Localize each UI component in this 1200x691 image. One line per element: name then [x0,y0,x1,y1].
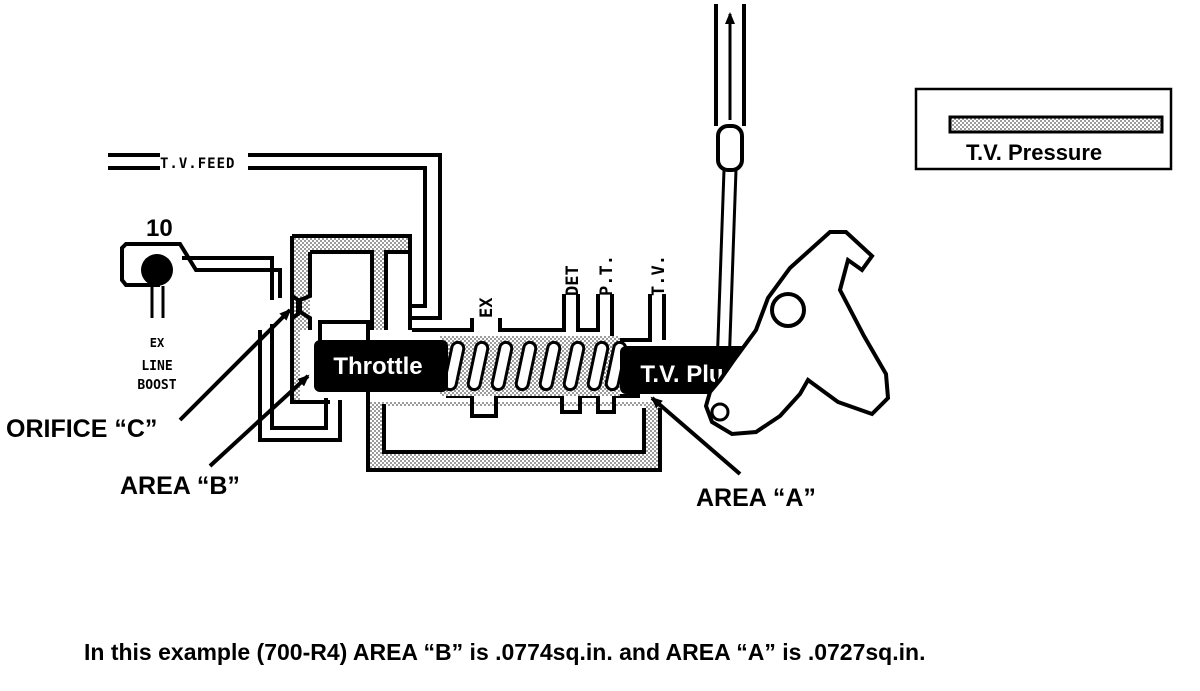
diagram-caption: In this example (700-R4) AREA “B” is .07… [84,639,925,665]
area-a-label: AREA “A” [696,484,816,512]
check-ball [141,254,173,286]
boost-label: BOOST [137,378,176,393]
pt-port-label: P.T. [597,255,617,296]
line-label: LINE [141,359,172,374]
throttle-label: Throttle [333,353,422,380]
legend-box: T.V. Pressure [914,87,1173,171]
throttle-cable [714,4,746,397]
tv-feed-line: T.V.FEED [108,153,442,320]
ex-port-label: EX [477,297,497,318]
cam-pivot [770,292,806,328]
callouts: ORIFICE “C” AREA “B” AREA “A” [6,308,816,512]
det-port-label: DET [563,265,583,296]
ex-small-label: EX [150,336,165,350]
valve-spring [442,340,628,392]
tv-feed-label: T.V.FEED [160,156,235,172]
tv-port-label: T.V. [649,255,669,296]
cam-link-pin [710,402,730,422]
legend-swatch [948,115,1164,134]
port-number: 10 [146,215,173,242]
legend-label: T.V. Pressure [966,140,1102,165]
port-10-assembly: 10 EX LINE BOOST [120,215,282,393]
tv-cam-lever [703,230,891,437]
area-b-label: AREA “B” [120,472,240,500]
port-labels: EX DET P.T. T.V. [477,255,669,318]
orifice-c-label: ORIFICE “C” [6,415,157,443]
throttle-valve: Throttle [314,320,448,392]
